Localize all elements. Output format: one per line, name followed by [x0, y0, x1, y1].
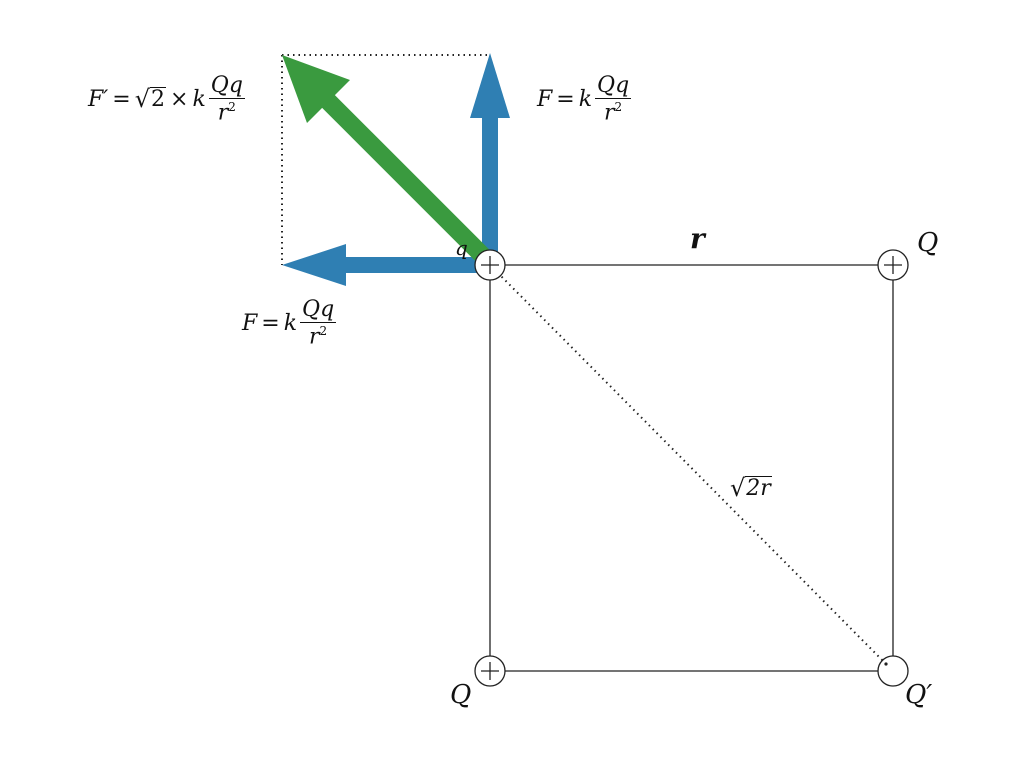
charge-bottom-left-label: Q	[450, 680, 472, 710]
charge-bottom-left-circle	[474, 655, 506, 687]
fraction-denominator: r2	[309, 324, 328, 350]
test-charge-label: q	[455, 236, 468, 260]
fraction-denominator: r2	[604, 100, 623, 126]
force-fraction: Qq r2	[208, 73, 245, 126]
coulomb-constant: k	[192, 86, 206, 112]
charge-bottom-right-circle	[877, 655, 909, 687]
fraction-numerator: Qq	[208, 73, 245, 100]
force-left-equation: F = k Qq r2	[242, 297, 337, 350]
resultant-force-arrow	[282, 55, 494, 267]
force-fraction: Qq r2	[595, 73, 632, 126]
fraction-numerator: Qq	[300, 297, 337, 324]
coulomb-constant: k	[283, 310, 298, 336]
force-symbol: F	[242, 310, 258, 336]
charge-bottom-right-label: Q′	[905, 680, 933, 710]
equals-sign: =	[112, 86, 131, 112]
coulomb-constant: k	[578, 86, 593, 112]
equals-sign: =	[261, 310, 280, 336]
charge-top-right-circle	[877, 249, 909, 281]
charge-top-right-label: Q	[917, 228, 939, 258]
charge-top-left-circle	[474, 249, 506, 281]
fraction-denominator: r2	[217, 100, 236, 126]
force-symbol: F	[537, 86, 553, 112]
side-length-label: r	[690, 222, 705, 255]
sqrt-symbol: √2	[134, 85, 166, 114]
times-sign: ×	[170, 86, 189, 112]
force-arrow-left	[282, 244, 490, 286]
diagonal-dotted-line	[489, 264, 894, 672]
fraction-numerator: Qq	[595, 73, 632, 100]
equals-sign: =	[556, 86, 575, 112]
force-top-equation: F = k Qq r2	[537, 73, 632, 126]
diagonal-length-label: √2r	[730, 476, 772, 500]
sqrt-symbol: √2r	[730, 474, 772, 503]
resultant-force-symbol: F′	[88, 86, 109, 112]
force-fraction: Qq r2	[300, 297, 337, 350]
force-arrow-up	[470, 53, 510, 265]
resultant-force-equation: F′ = √2 × k Qq r2	[88, 74, 245, 125]
